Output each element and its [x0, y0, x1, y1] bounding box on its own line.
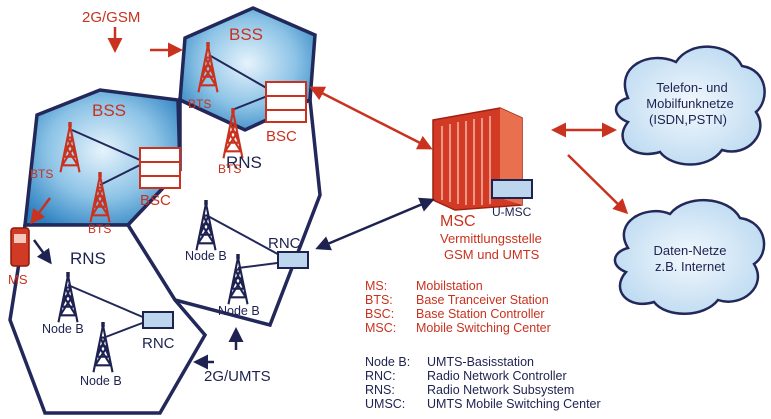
legend-gsm: MS: Mobilstation BTS: Base Tranceiver Stat… — [365, 279, 551, 335]
umsc-unit-icon — [491, 179, 533, 199]
network-links — [67, 54, 286, 339]
legend-row: BSC: Base Station Controller — [365, 307, 551, 321]
legend-row: Node B: UMTS-Basisstation — [365, 355, 601, 369]
legend-abbr: UMSC: — [365, 397, 406, 411]
umts-label: 2G/UMTS — [204, 368, 271, 385]
bts-label: BTS — [30, 167, 53, 181]
bts-label: BTS — [188, 97, 211, 111]
bts-label: BTS — [88, 222, 111, 236]
msc-data-network-link — [567, 154, 629, 215]
bsc-msc-link — [309, 86, 433, 150]
node-b-label: Node B — [218, 304, 260, 318]
legend-text: Radio Network Controller — [427, 369, 567, 383]
legend-row: MS: Mobilstation — [365, 279, 551, 293]
node-b-label: Node B — [185, 249, 227, 263]
node-b-label: Node B — [80, 374, 122, 388]
bsc-label: BSC — [266, 128, 297, 145]
telephone-network-cloud — [614, 45, 766, 166]
legend-abbr: MS: — [365, 279, 388, 293]
rns-bottom-label: RNS — [70, 249, 106, 268]
bts-label: BTS — [218, 162, 241, 176]
data-network-cloud — [613, 199, 766, 315]
legend-row: UMSC: UMTS Mobile Switching Center — [365, 397, 601, 411]
legend-text: Mobile Switching Center — [416, 321, 551, 335]
rns-bottom-cell — [8, 223, 208, 415]
legend-abbr: RNC: — [365, 369, 396, 383]
legend-text: Radio Network Subsystem — [427, 383, 575, 397]
legend-abbr: BTS: — [365, 293, 393, 307]
phone-network-label: Mobilfunknetze — [646, 96, 733, 111]
phone-network-label: Telefon- und — [656, 80, 728, 95]
legend-text: Mobilstation — [416, 279, 483, 293]
data-network-label: Daten-Netze — [654, 243, 727, 258]
rnc-label: RNC — [268, 235, 301, 252]
legend-abbr: RNS: — [365, 383, 395, 397]
umsc-label: U-MSC — [492, 205, 532, 219]
bss-top-label: BSS — [229, 25, 263, 44]
legend-abbr: MSC: — [365, 321, 397, 335]
ms-label: MS — [8, 272, 28, 287]
legend-text: UMTS Mobile Switching Center — [427, 397, 601, 411]
bss-left-label: BSS — [92, 101, 126, 120]
bsc-unit-icon — [139, 147, 181, 189]
legend-text: Base Tranceiver Station — [416, 293, 549, 307]
legend-text: UMTS-Basisstation — [427, 355, 534, 369]
legend-row: RNS: Radio Network Subsystem — [365, 383, 601, 397]
rns-mid-label: RNS — [226, 153, 262, 172]
bsc-unit-icon — [265, 81, 307, 123]
rnc-unit-icon — [277, 251, 309, 269]
msc-label: MSC — [440, 213, 476, 230]
legend-abbr: BSC: — [365, 307, 395, 321]
legend-row: BTS: Base Tranceiver Station — [365, 293, 551, 307]
ms-radio-link-umts — [32, 239, 52, 265]
msc-description: GSM und UMTS — [444, 247, 540, 262]
legend-umts: Node B: UMTS-Basisstation RNC: Radio Netwo… — [365, 355, 601, 411]
legend-row: RNC: Radio Network Controller — [365, 369, 601, 383]
rnc-unit-icon — [142, 311, 174, 329]
gsm-label: 2G/GSM — [82, 9, 140, 26]
legend-abbr: Node B: — [365, 355, 411, 369]
data-network-label: z.B. Internet — [655, 259, 725, 274]
ms-radio-link — [30, 197, 51, 225]
bsc-label: BSC — [140, 192, 171, 209]
mobile-phone-icon — [10, 227, 30, 267]
rnc-msc-link — [315, 197, 435, 251]
rnc-label: RNC — [142, 335, 175, 352]
phone-network-label: (ISDN,PSTN) — [649, 112, 727, 127]
msc-description: Vermittlungsstelle — [440, 231, 542, 246]
legend-row: MSC: Mobile Switching Center — [365, 321, 551, 335]
node-b-label: Node B — [42, 322, 84, 336]
legend-text: Base Station Controller — [416, 307, 545, 321]
